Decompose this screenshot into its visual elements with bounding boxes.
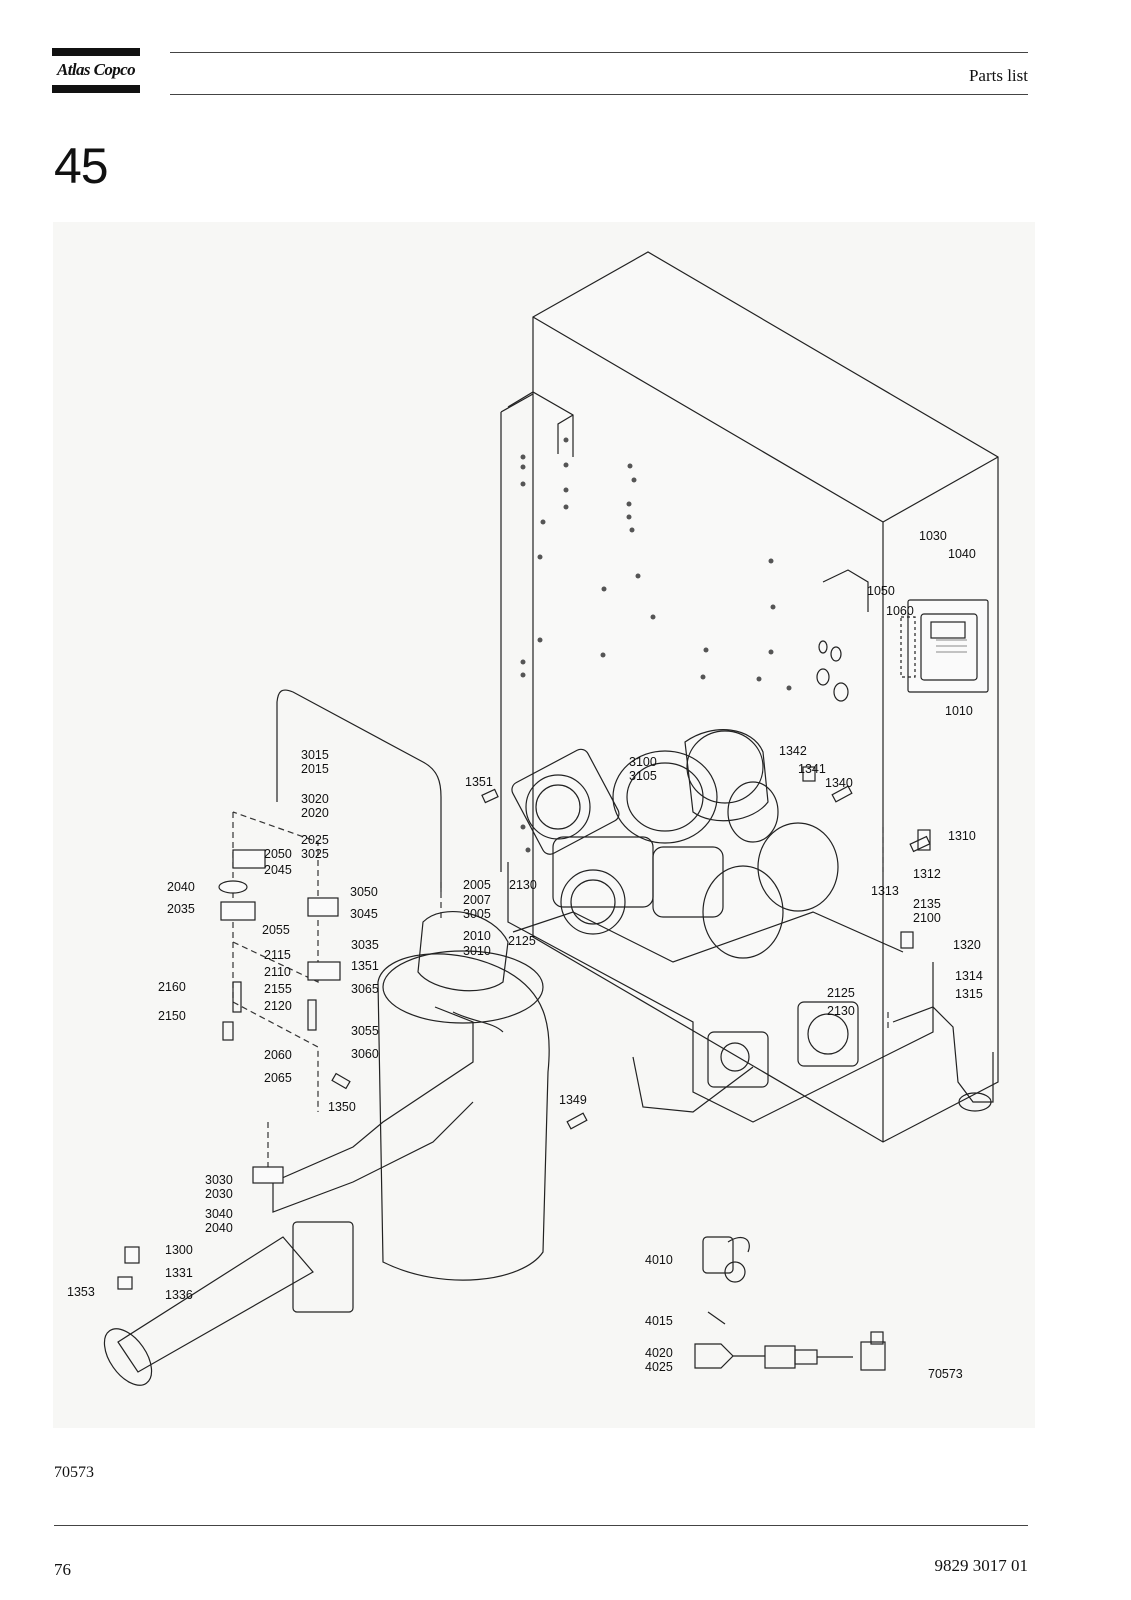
exploded-parts-drawing: 1030 1040 1050 1060 1010 1342 1341 1340 … <box>53 222 1035 1428</box>
callout-2065: 2065 <box>264 1071 292 1085</box>
callout-2125-left: 2125 <box>508 934 536 948</box>
callout-4020-4025: 4020 4025 <box>645 1346 673 1374</box>
callout-1341: 1341 <box>798 762 826 776</box>
footer-rule <box>54 1525 1028 1526</box>
page-number: 76 <box>54 1560 71 1579</box>
callout-1342: 1342 <box>779 744 807 758</box>
callout-1310: 1310 <box>948 829 976 843</box>
callout-1320: 1320 <box>953 938 981 952</box>
callout-3005: 3005 <box>463 907 491 921</box>
callout-2155: 2155 <box>264 982 292 996</box>
callout-4015: 4015 <box>645 1314 673 1328</box>
callout-3045: 3045 <box>350 907 378 921</box>
callout-1314: 1314 <box>955 969 983 983</box>
header-title: Parts list <box>968 66 1028 85</box>
callout-2005: 2005 <box>463 878 491 892</box>
callout-3030-2030: 3030 2030 <box>205 1173 233 1201</box>
callout-3050: 3050 <box>350 885 378 899</box>
callout-3100-3105: 3100 3105 <box>629 755 657 783</box>
callout-1300: 1300 <box>165 1243 193 1257</box>
callout-1030: 1030 <box>919 529 947 543</box>
callout-1349: 1349 <box>559 1093 587 1107</box>
logo-bar-bottom <box>52 85 140 93</box>
callout-2120: 2120 <box>264 999 292 1013</box>
callout-3010: 3010 <box>463 944 491 958</box>
callout-3065: 3065 <box>351 982 379 996</box>
callout-2045: 2045 <box>264 863 292 877</box>
callout-1351-top: 1351 <box>465 775 493 789</box>
callout-3060: 3060 <box>351 1047 379 1061</box>
callout-2035: 2035 <box>167 902 195 916</box>
callout-1353: 1353 <box>67 1285 95 1299</box>
atlas-copco-logo: Atlas Copco <box>52 48 140 94</box>
figure-reference: 70573 <box>54 1464 94 1481</box>
callout-1336: 1336 <box>165 1288 193 1302</box>
callout-2040: 2040 <box>167 880 195 894</box>
document-number: 9829 3017 01 <box>934 1556 1029 1575</box>
callout-1350: 1350 <box>328 1100 356 1114</box>
logo-wordmark: Atlas Copco <box>57 60 136 79</box>
callout-2025-3025: 2025 3025 <box>301 833 329 861</box>
callout-1331: 1331 <box>165 1266 193 1280</box>
callout-1312: 1312 <box>913 867 941 881</box>
header-rule-top <box>170 52 1028 53</box>
callout-2130-left: 2130 <box>509 878 537 892</box>
callout-1060: 1060 <box>886 604 914 618</box>
callout-3055: 3055 <box>351 1024 379 1038</box>
callout-2055: 2055 <box>262 923 290 937</box>
callout-2160: 2160 <box>158 980 186 994</box>
logo-bar-top <box>52 48 140 56</box>
callout-3015-2015: 3015 2015 <box>301 748 329 776</box>
callout-3040-2040: 3040 2040 <box>205 1207 233 1235</box>
callout-2150: 2150 <box>158 1009 186 1023</box>
callout-2115: 2115 <box>264 948 291 962</box>
callout-1010: 1010 <box>945 704 973 718</box>
callout-2010: 2010 <box>463 929 491 943</box>
callout-1315: 1315 <box>955 987 983 1001</box>
callout-1351-mid: 1351 <box>351 959 379 973</box>
callout-2135-2100: 2135 2100 <box>913 897 941 925</box>
section-number: 45 <box>54 138 109 194</box>
callout-2050: 2050 <box>264 847 292 861</box>
drawing-id-label: 70573 <box>928 1367 963 1381</box>
callout-1313: 1313 <box>871 884 899 898</box>
callout-1050: 1050 <box>867 584 895 598</box>
callout-3020-2020: 3020 2020 <box>301 792 329 820</box>
callout-1040: 1040 <box>948 547 976 561</box>
callout-2007: 2007 <box>463 893 491 907</box>
callout-2130-right: 2130 <box>827 1004 855 1018</box>
callout-2125-right: 2125 <box>827 986 855 1000</box>
drawing-linework <box>103 251 999 1386</box>
callout-3035: 3035 <box>351 938 379 952</box>
callout-1340: 1340 <box>825 776 853 790</box>
callout-2110: 2110 <box>264 965 291 979</box>
callout-2060: 2060 <box>264 1048 292 1062</box>
callout-4010: 4010 <box>645 1253 673 1267</box>
header-rule-bottom <box>170 94 1028 95</box>
